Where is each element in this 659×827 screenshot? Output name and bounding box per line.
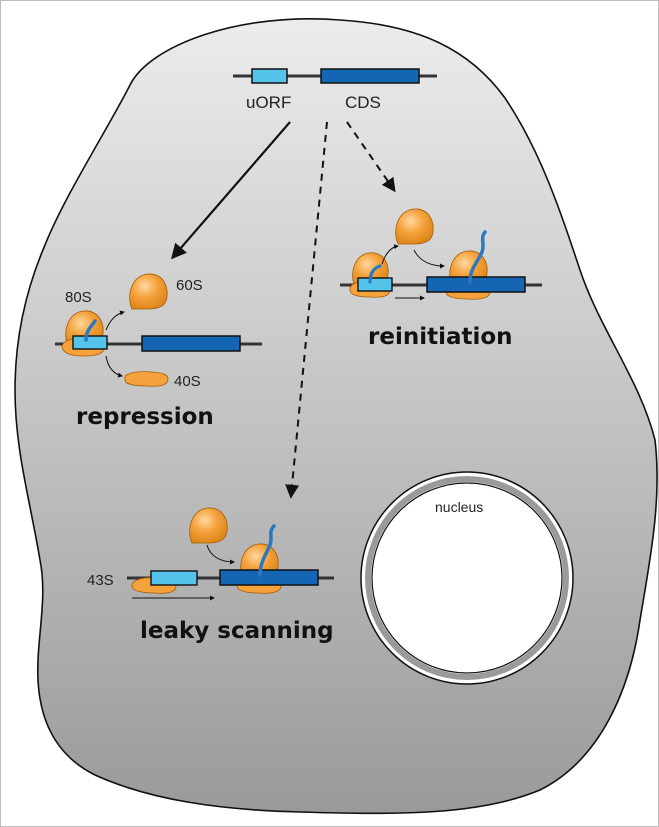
repression-uorf-box <box>72 335 108 350</box>
reinitiation-cds-box <box>426 276 526 293</box>
reinitiation-uorf-box <box>357 277 393 292</box>
recruit-arrow-leaky <box>206 544 235 565</box>
reinitiation-title: reinitiation <box>368 324 513 350</box>
nucleus-label: nucleus <box>435 499 483 515</box>
arrow-to-reinitiation <box>346 121 396 193</box>
label-60s: 60S <box>176 277 203 294</box>
cds-label: CDS <box>345 93 381 112</box>
arrow-to-repression <box>170 121 291 260</box>
repression-cds-box <box>141 335 241 352</box>
repression-panel: 80S 60S 40S repression <box>55 273 262 430</box>
dissociation-arrow-60s <box>105 310 125 331</box>
recruit-arrow-top <box>381 244 399 265</box>
ribosome-40s-free <box>124 371 169 387</box>
dissociation-arrow-40s <box>105 355 123 378</box>
nucleus-inner <box>371 482 563 674</box>
cds-box <box>320 68 420 84</box>
leaky-scanning-title: leaky scanning <box>140 618 334 644</box>
uorf-box <box>251 68 288 84</box>
label-80s: 80S <box>65 289 92 306</box>
leaky-uorf-box <box>150 570 198 586</box>
nascent-peptide-uorf <box>368 264 382 284</box>
nucleus-envelope <box>365 476 569 680</box>
uorf-label: uORF <box>246 93 291 112</box>
nucleus: nucleus <box>360 471 574 685</box>
label-43s: 43S <box>87 572 114 589</box>
gene-schematic: uORF CDS <box>233 68 437 112</box>
nascent-peptide-leaky <box>258 524 276 577</box>
reinitiation-panel: reinitiation <box>340 208 542 350</box>
label-40s: 40S <box>174 373 201 390</box>
nascent-peptide-cds <box>468 230 487 284</box>
arrow-to-leaky-scanning <box>285 121 328 499</box>
nascent-peptide-80s <box>84 319 97 342</box>
repression-title: repression <box>76 404 214 430</box>
leaky-scanning-panel: 43S leaky scanning <box>87 507 334 644</box>
recruit-arrow-down <box>413 249 445 269</box>
leaky-cds-box <box>219 569 319 586</box>
